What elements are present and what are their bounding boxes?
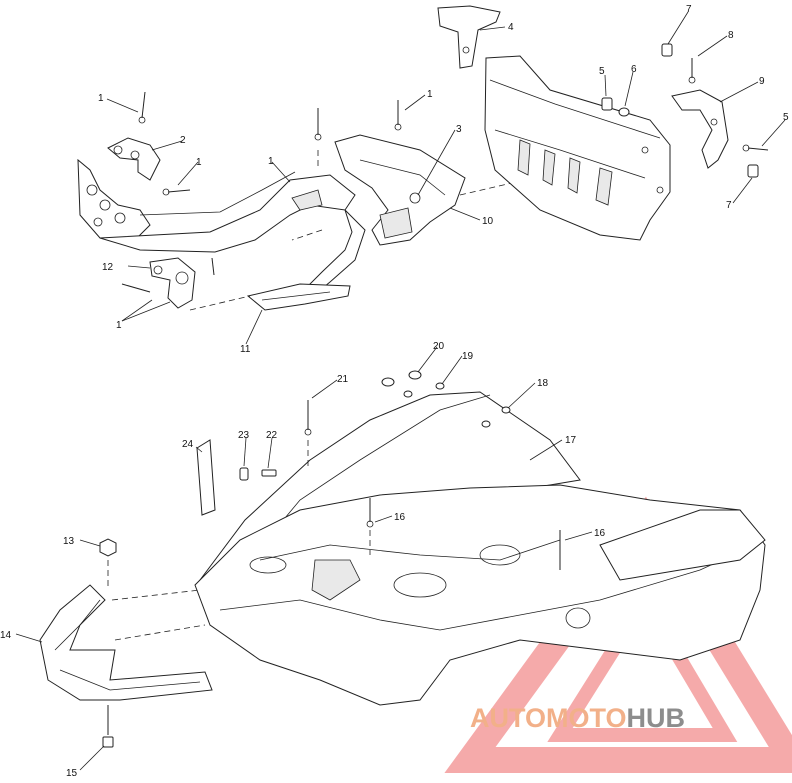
callout-5: 5 (783, 112, 789, 123)
callout-22: 22 (266, 430, 278, 441)
bolt-1-group (121, 91, 402, 293)
callout-20: 20 (433, 341, 445, 352)
callout-1: 1 (98, 93, 104, 104)
steering-housing-assembly (437, 5, 769, 241)
callout-1: 1 (116, 320, 122, 331)
callout-14: 14 (0, 630, 12, 641)
callout-16: 16 (594, 528, 606, 539)
callout-3: 3 (456, 124, 462, 135)
callout-9: 9 (759, 76, 765, 87)
callout-7: 7 (726, 200, 732, 211)
svg-text:AUTOMOTOHUB: AUTOMOTOHUB (470, 703, 685, 733)
callout-19: 19 (462, 351, 474, 362)
watermark-moto: MOTO (546, 703, 627, 733)
leader-lines (15, 11, 786, 771)
callout-21: 21 (337, 374, 349, 385)
callout-4: 4 (508, 22, 514, 33)
watermark-logo: AUTOMOTOHUB (470, 703, 685, 733)
callout-7: 7 (686, 4, 692, 15)
callout-8: 8 (728, 30, 734, 41)
callout-10: 10 (482, 216, 494, 227)
callout-12: 12 (102, 262, 114, 273)
callout-18: 18 (537, 378, 549, 389)
callout-2: 2 (180, 135, 186, 146)
callout-labels: 1 1 1 1 1 2 3 4 5 5 6 7 7 8 9 10 11 12 1… (0, 4, 789, 779)
callout-24: 24 (182, 439, 194, 450)
watermark-auto: AUTO (470, 703, 546, 733)
callout-11: 11 (240, 344, 251, 355)
callout-16: 16 (394, 512, 406, 523)
callout-5: 5 (599, 66, 605, 77)
callout-23: 23 (238, 430, 250, 441)
watermark-hub: HUB (627, 703, 686, 733)
front-frame-assembly (77, 91, 526, 311)
callout-1: 1 (196, 157, 202, 168)
callout-17: 17 (565, 435, 577, 446)
callout-15: 15 (66, 768, 78, 778)
callout-1: 1 (427, 89, 433, 100)
callout-13: 13 (63, 536, 75, 547)
nose-pan-assembly (39, 370, 766, 748)
callout-6: 6 (631, 64, 637, 75)
callout-1: 1 (268, 156, 274, 167)
